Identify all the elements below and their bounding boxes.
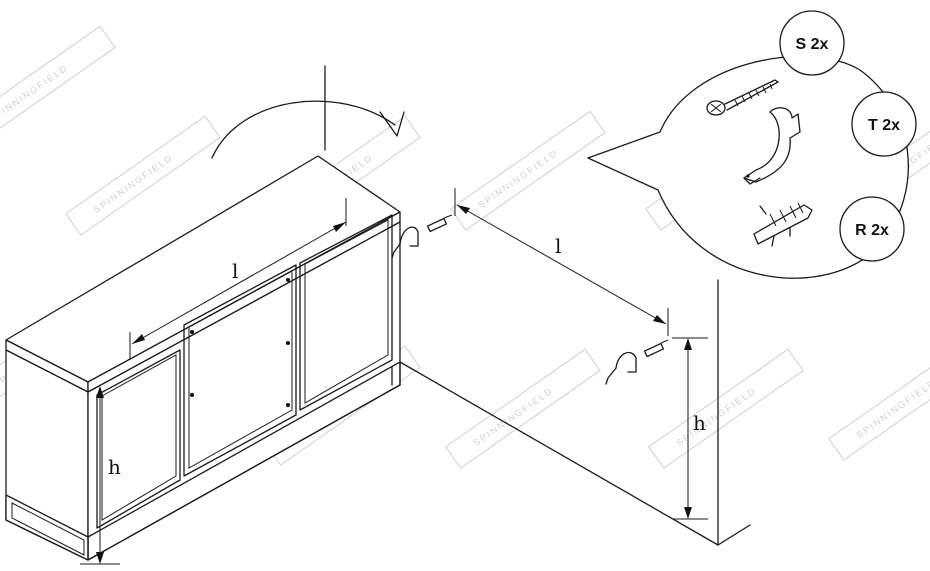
svg-text:SPINNINGFIELD: SPINNINGFIELD [91,152,175,215]
screw-icon [706,79,779,116]
wall-bracket [605,339,669,385]
svg-text:SPINNINGFIELD: SPINNINGFIELD [471,385,555,448]
part-label: S 2x [796,36,829,53]
watermark: SPINNINGFIELD [449,110,606,231]
dimension-length-cabinet: l [129,198,347,360]
watermark: SPINNINGFIELD [64,115,221,236]
wall [324,65,751,546]
watermark: SPINNINGFIELD [647,348,804,469]
dimension-length-wall: l [454,188,669,336]
watermark: SPINNINGFIELD [827,340,930,461]
watermark: SPINNINGFIELD [444,348,601,469]
knob [286,341,290,345]
knob [286,403,290,407]
watermark: SPINNINGFIELD [0,25,116,146]
cabinet-bracket [391,214,453,259]
part-badge-t: T 2x [851,91,917,157]
speech-bubble [587,55,909,279]
knob [286,278,290,282]
knob [190,393,194,397]
pipe-clamp-icon [743,107,801,185]
height-label: h [108,455,121,479]
door-middle [183,264,297,477]
part-label: R 2x [855,222,889,239]
knob [190,330,194,334]
wall-plug-icon [753,202,813,247]
svg-text:SPINNINGFIELD: SPINNINGFIELD [674,385,758,448]
svg-text:SPINNINGFIELD: SPINNINGFIELD [854,377,930,440]
part-badge-r: R 2x [839,196,905,262]
length-label: l [555,234,561,258]
dimension-height-cabinet: h [80,386,121,565]
sideboard-cabinet [5,155,401,561]
parts-callout: S 2x T 2x R 2x [587,10,917,279]
wall-plug-small [426,214,453,233]
dimension-height-wall: h [672,337,708,520]
length-label: l [232,259,238,283]
part-label: T 2x [868,117,900,134]
wall-plug-small [643,339,669,358]
door-right [299,214,393,411]
door-left [96,349,181,529]
rotation-arrow [211,100,405,159]
part-badge-s: S 2x [779,10,845,76]
svg-text:SPINNINGFIELD: SPINNINGFIELD [476,147,560,210]
height-label: h [693,411,706,435]
